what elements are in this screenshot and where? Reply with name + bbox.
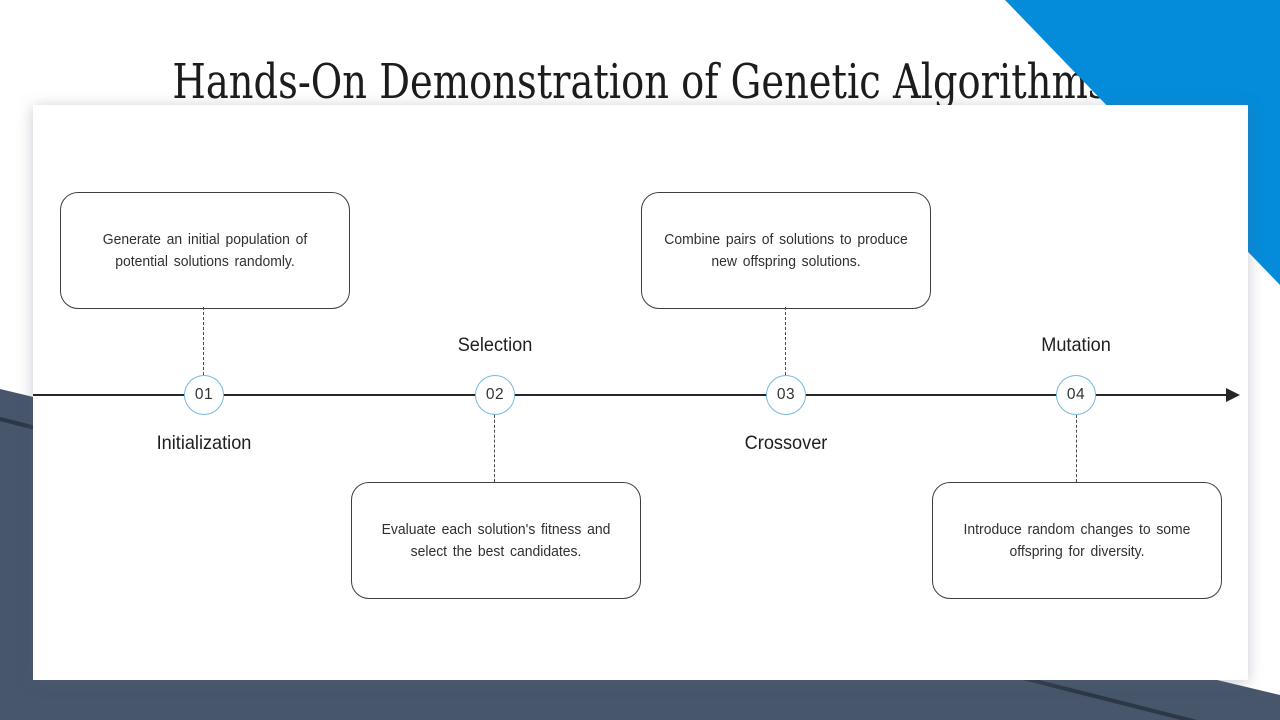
content-card: Generate an initial population of potent… (33, 105, 1248, 680)
step-number-circle: 02 (475, 375, 515, 415)
step-description-text: Combine pairs of solutions to produce ne… (664, 231, 908, 270)
dashed-connector (203, 307, 204, 375)
dashed-connector (1076, 415, 1077, 482)
dashed-connector (494, 415, 495, 482)
step-description-box: Generate an initial population of potent… (60, 192, 350, 309)
dashed-connector (785, 307, 786, 375)
step-label: Crossover (744, 432, 828, 454)
step-description-box: Evaluate each solution's fitness and sel… (351, 482, 641, 599)
step-number-circle: 03 (766, 375, 806, 415)
step-description-text: Introduce random changes to some offspri… (963, 521, 1191, 560)
step-label: Mutation (1041, 334, 1111, 356)
step-description-box: Introduce random changes to some offspri… (932, 482, 1222, 599)
step-description-box: Combine pairs of solutions to produce ne… (641, 192, 931, 309)
step-label: Initialization (156, 432, 252, 454)
timeline-arrowhead-icon (1226, 388, 1240, 402)
step-label: Selection (457, 334, 533, 356)
slide-title: Hands-On Demonstration of Genetic Algori… (172, 54, 1108, 111)
step-number-circle: 01 (184, 375, 224, 415)
step-description-text: Evaluate each solution's fitness and sel… (381, 521, 611, 560)
step-description-text: Generate an initial population of potent… (102, 231, 308, 270)
step-number-circle: 04 (1056, 375, 1096, 415)
